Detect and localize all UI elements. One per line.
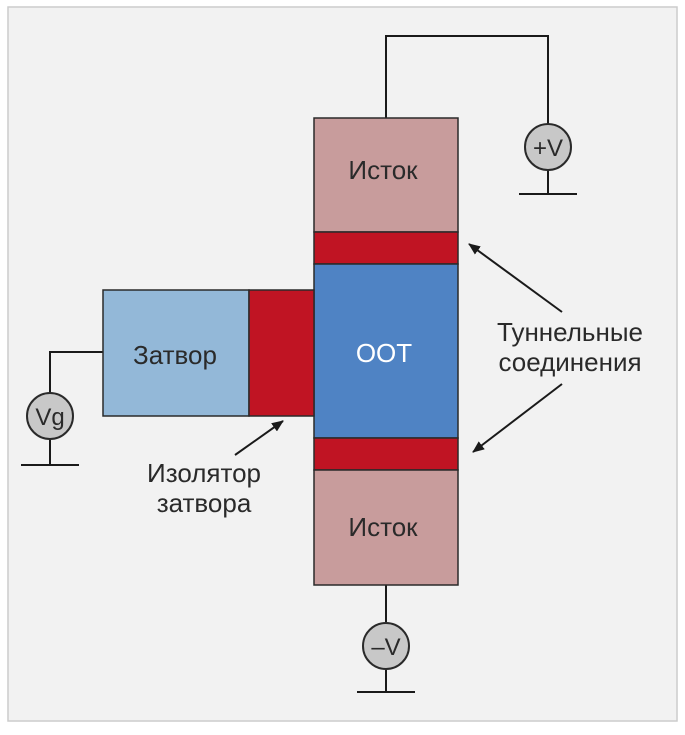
terminal-minus-v-label: –V (371, 634, 400, 661)
tunnel-junctions-label-line2: соединения (498, 347, 641, 377)
wire-top (385, 35, 549, 124)
arrow-to-bottom-junction (472, 383, 563, 453)
source-bottom-label: Исток (348, 512, 418, 542)
gate-insulator-block (248, 289, 315, 417)
tunnel-junction-top (313, 231, 459, 265)
gate-label: Затвор (133, 340, 217, 370)
arrow-to-top-junction (468, 243, 563, 313)
tunnel-junctions-label-line1: Туннельные (497, 317, 643, 347)
gate-insulator-label-line1: Изолятор (147, 458, 261, 488)
annotation-arrows (234, 243, 563, 456)
wires (49, 35, 549, 622)
source-top-label: Исток (348, 155, 418, 185)
arrow-to-gate-insulator (234, 420, 284, 456)
terminal-plus-v (524, 123, 572, 171)
channel-label: ООТ (356, 338, 412, 368)
terminal-gate-v-label: Vg (35, 404, 64, 431)
ground-lines (21, 170, 577, 693)
source-bottom-block (313, 469, 459, 586)
tunnel-junction-bottom (313, 437, 459, 471)
gate-block (102, 289, 250, 417)
gate-insulator-label-line2: затвора (157, 488, 252, 518)
terminal-plus-v-label: +V (533, 135, 563, 162)
wire-gate (49, 351, 103, 393)
terminal-gate-v (26, 392, 74, 440)
terminal-minus-v (362, 622, 410, 670)
